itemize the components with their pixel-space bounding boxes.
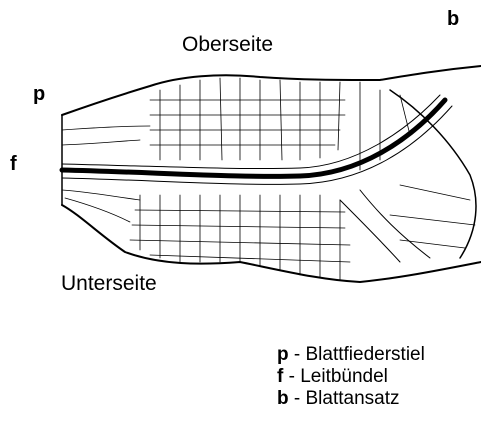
legend-text: - Blattansatz	[289, 388, 400, 409]
legend-row-b: b - Blattansatz	[277, 388, 425, 410]
stalk-line	[62, 140, 140, 145]
legend: p - Blattfiederstiel f - Leitbündel b - …	[277, 344, 425, 410]
stalk-line	[62, 190, 140, 200]
parenchyma-cells	[130, 78, 475, 280]
label-b: b	[447, 8, 459, 31]
base-curve	[340, 200, 400, 262]
label-p: p	[33, 83, 45, 106]
stalk-line	[62, 126, 150, 130]
label-upper-side: Oberseite	[182, 33, 273, 57]
legend-row-p: p - Blattfiederstiel	[277, 344, 425, 366]
base-curve	[360, 190, 430, 258]
outline-upper	[62, 66, 481, 115]
legend-key: b	[277, 388, 289, 409]
legend-row-f: f - Leitbündel	[277, 366, 425, 388]
legend-key: p	[277, 344, 289, 365]
stalk-line	[65, 198, 130, 222]
label-f: f	[10, 153, 17, 176]
label-lower-side: Unterseite	[61, 272, 157, 296]
legend-text: - Blattfiederstiel	[289, 344, 425, 365]
vascular-bundle-edge	[62, 95, 440, 169]
legend-text: - Leitbündel	[283, 366, 388, 387]
